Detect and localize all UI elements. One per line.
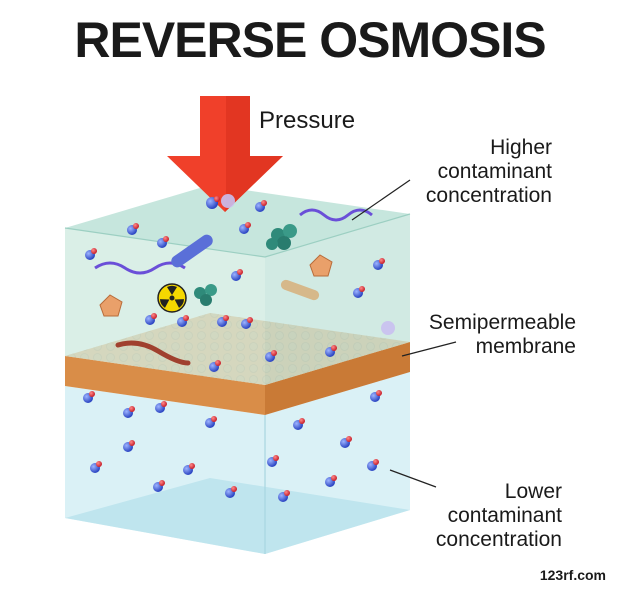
watermark: 123rf.com <box>539 567 606 583</box>
lower-water-chamber <box>65 372 410 554</box>
bacteria-strand <box>94 261 186 275</box>
lower-concentration-label: Lower contaminant concentration <box>436 480 562 552</box>
upper-label-line: contaminant <box>437 160 552 183</box>
crystal-particle <box>309 254 333 277</box>
contaminants <box>94 208 373 366</box>
lower-callout-line <box>389 469 437 488</box>
radiation-icon <box>157 283 187 313</box>
virus-cluster <box>266 224 297 250</box>
upper-label-line: Higher <box>490 136 552 159</box>
lower-label-line: Lower <box>504 480 562 503</box>
down-arrow-icon <box>167 96 283 212</box>
bacteria-strand <box>115 340 191 366</box>
membrane-label: Semipermeable membrane <box>429 311 576 359</box>
upper-concentration-label: Higher contaminant concentration <box>426 136 552 208</box>
water-molecules-lower <box>83 390 382 502</box>
page-title: REVERSE OSMOSIS <box>74 12 546 68</box>
lower-label-line: contaminant <box>447 504 562 527</box>
lower-label-line: concentration <box>435 528 562 551</box>
upper-callout-line <box>351 179 411 221</box>
water-molecules-upper <box>85 194 395 372</box>
virus-cluster <box>194 284 217 306</box>
bacteria-strand <box>299 208 373 222</box>
membrane-label-line: Semipermeable <box>428 311 576 334</box>
membrane-callout-line <box>401 341 457 357</box>
crystal-particle <box>99 294 123 317</box>
bacteria-rod <box>280 279 320 301</box>
upper-label-line: concentration <box>425 184 552 207</box>
pressure-label: Pressure <box>259 107 356 134</box>
bacteria-rod <box>171 234 213 268</box>
membrane-label-line: membrane <box>475 335 576 358</box>
